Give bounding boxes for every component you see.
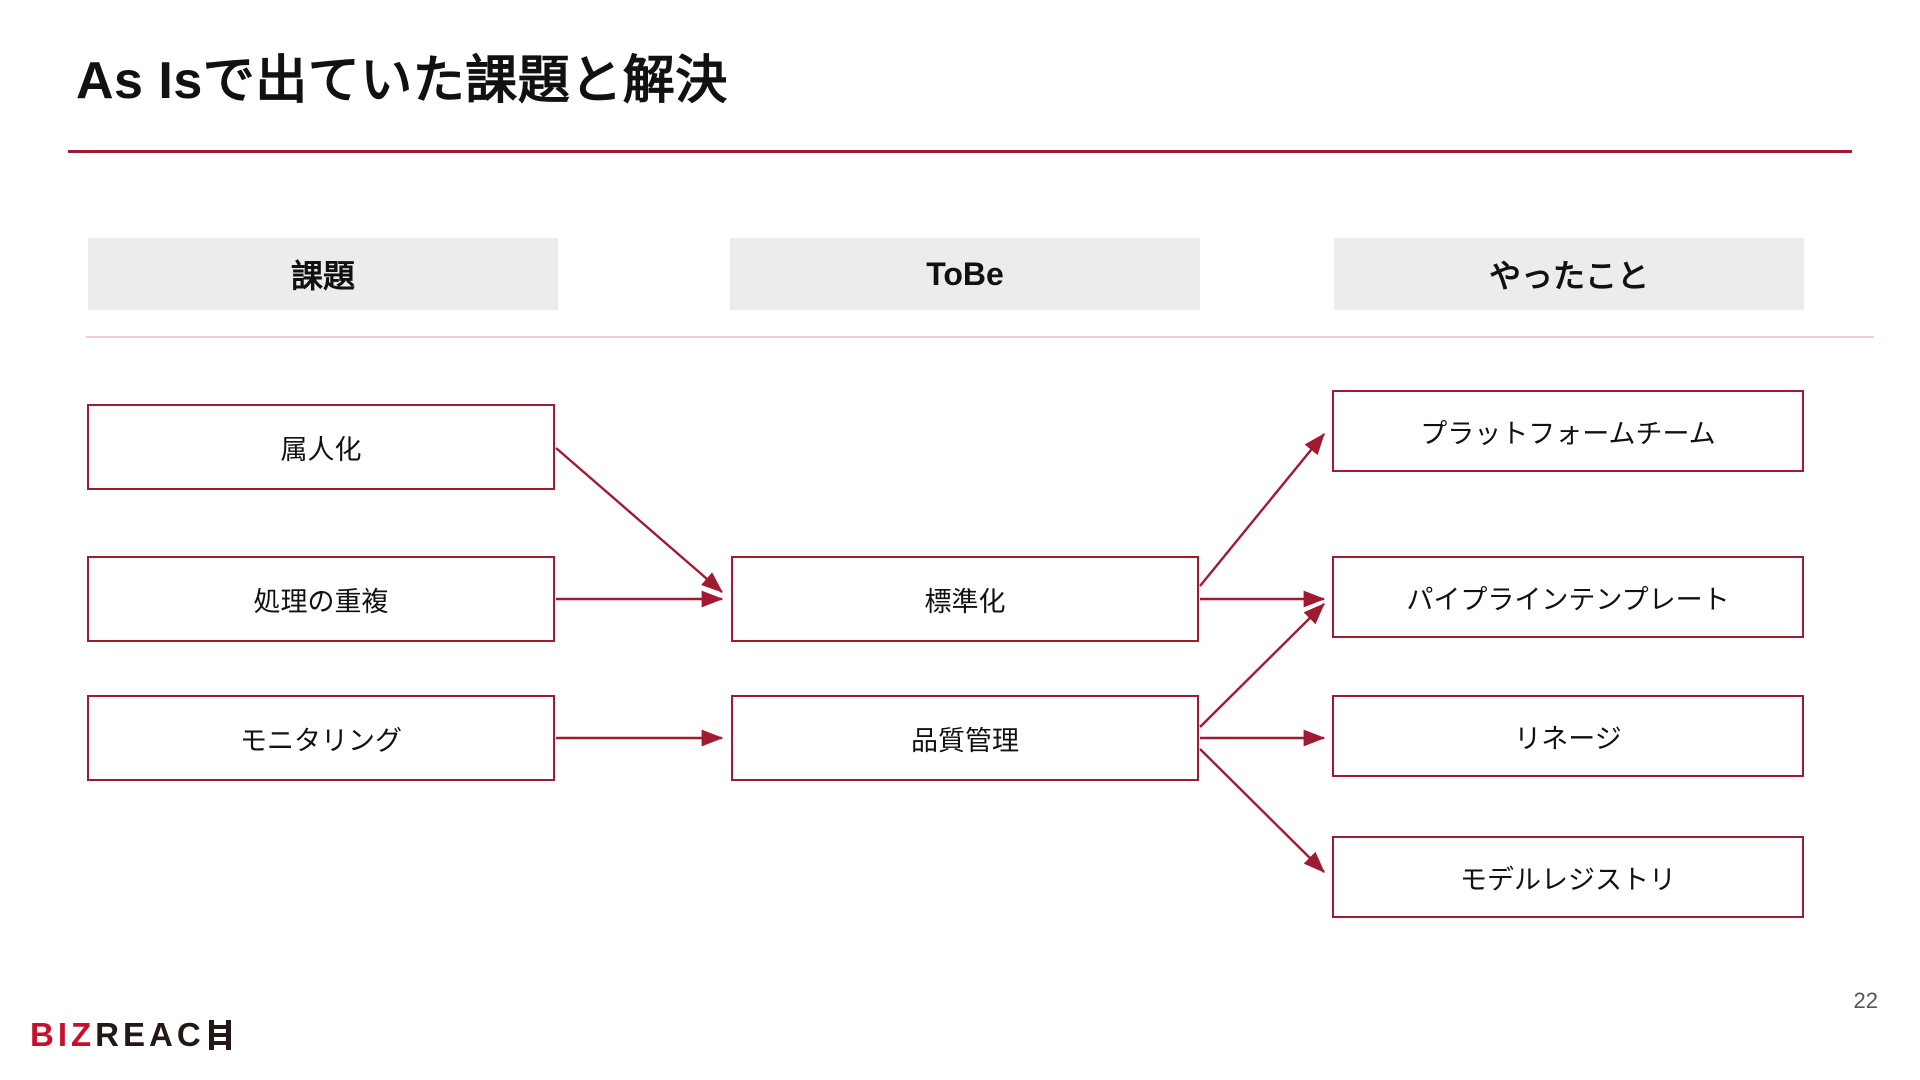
bizreach-logo: BIZ REAC [30,1016,234,1054]
done-box-model-registry[interactable]: モデルレジストリ [1332,836,1804,918]
issue-box-zokujinka[interactable]: 属人化 [87,404,555,490]
tobe-box-hyojunka[interactable]: 標準化 [731,556,1199,642]
done-box-pipeline-template[interactable]: パイプラインテンプレート [1332,556,1804,638]
page-title: As Isで出ていた課題と解決 [76,52,728,110]
logo-text-biz: BIZ [30,1016,96,1053]
header-divider [86,336,1874,338]
done-box-platform-team[interactable]: プラットフォームチーム [1332,390,1804,472]
column-header-tobe: ToBe [730,238,1200,310]
connector-hinshitsu-to-model-registry [1199,748,1325,873]
connector-zokujinka-to-hyojunka [555,447,723,593]
title-underline-rule [68,150,1852,153]
column-header-done: やったこと [1334,238,1804,310]
logo-text-reach: REAC [95,1016,205,1053]
logo-ladder-h-icon [208,1020,234,1050]
done-box-lineage[interactable]: リネージ [1332,695,1804,777]
connector-hyojunka-to-platform-team [1199,433,1325,587]
tobe-box-hinshitsu-kanri[interactable]: 品質管理 [731,695,1199,781]
issue-box-shori-juufuku[interactable]: 処理の重複 [87,556,555,642]
connector-hinshitsu-to-pipeline-template [1199,603,1325,728]
column-header-issue: 課題 [88,238,558,310]
issue-box-monitoring[interactable]: モニタリング [87,695,555,781]
page-number: 22 [1853,988,1878,1013]
